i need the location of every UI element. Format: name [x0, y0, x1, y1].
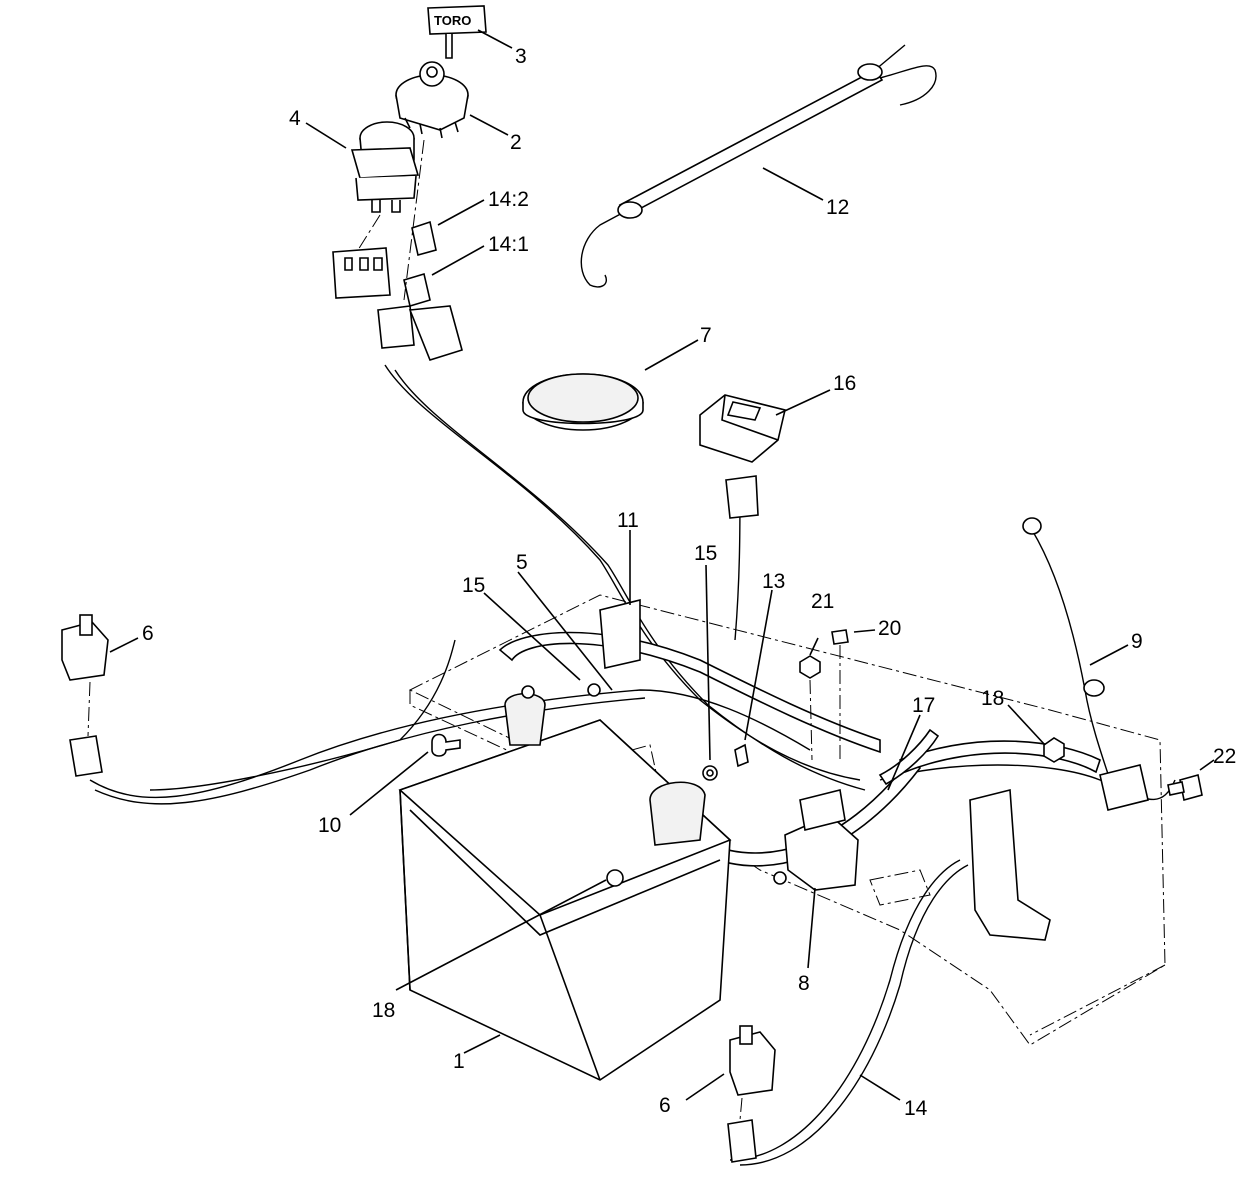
callout-22: 22	[1213, 745, 1236, 768]
leader-lines	[109, 29, 1215, 1101]
hour-meter	[699, 394, 786, 519]
callout-7: 7	[700, 324, 712, 347]
callout-13: 13	[762, 570, 785, 593]
callout-18-battery: 18	[372, 999, 395, 1022]
callout-5: 5	[516, 551, 528, 574]
bungee-cord	[580, 44, 937, 288]
battery	[398, 685, 732, 1081]
callout-16: 16	[833, 372, 856, 395]
callout-10: 10	[318, 814, 341, 837]
key-brand-text: TORO	[434, 13, 471, 28]
callout-15-right: 15	[694, 542, 717, 565]
callout-12: 12	[826, 196, 849, 219]
callout-14-2: 14:2	[488, 188, 529, 211]
callout-2: 2	[510, 131, 522, 154]
cover-cap	[522, 373, 644, 431]
callout-14: 14	[904, 1097, 928, 1120]
callout-6-left: 6	[142, 622, 154, 645]
misc-hardware	[431, 517, 1203, 941]
callout-15-left: 15	[462, 574, 485, 597]
callout-3: 3	[515, 45, 527, 68]
interlock-switch-bottom	[727, 1025, 776, 1163]
callout-21: 21	[811, 590, 834, 613]
callout-20: 20	[878, 617, 901, 640]
callout-18-right: 18	[981, 687, 1004, 710]
callout-17: 17	[912, 694, 935, 717]
ignition-switch	[395, 61, 469, 139]
callout-8: 8	[798, 972, 810, 995]
pto-switch	[350, 121, 420, 213]
callout-labels: 1 2 3 4 5 6 6 7 8 9 10 11 12 13 14 14:1 …	[142, 45, 1236, 1120]
interlock-switch-left	[61, 614, 109, 777]
callout-14-1: 14:1	[488, 233, 529, 256]
callout-4: 4	[289, 107, 301, 130]
upper-connectors	[332, 139, 463, 361]
ignition-key: TORO	[427, 5, 487, 59]
callout-9: 9	[1131, 630, 1143, 653]
callout-6-bottom: 6	[659, 1094, 671, 1117]
callout-1: 1	[453, 1050, 465, 1073]
callout-11: 11	[617, 509, 639, 532]
